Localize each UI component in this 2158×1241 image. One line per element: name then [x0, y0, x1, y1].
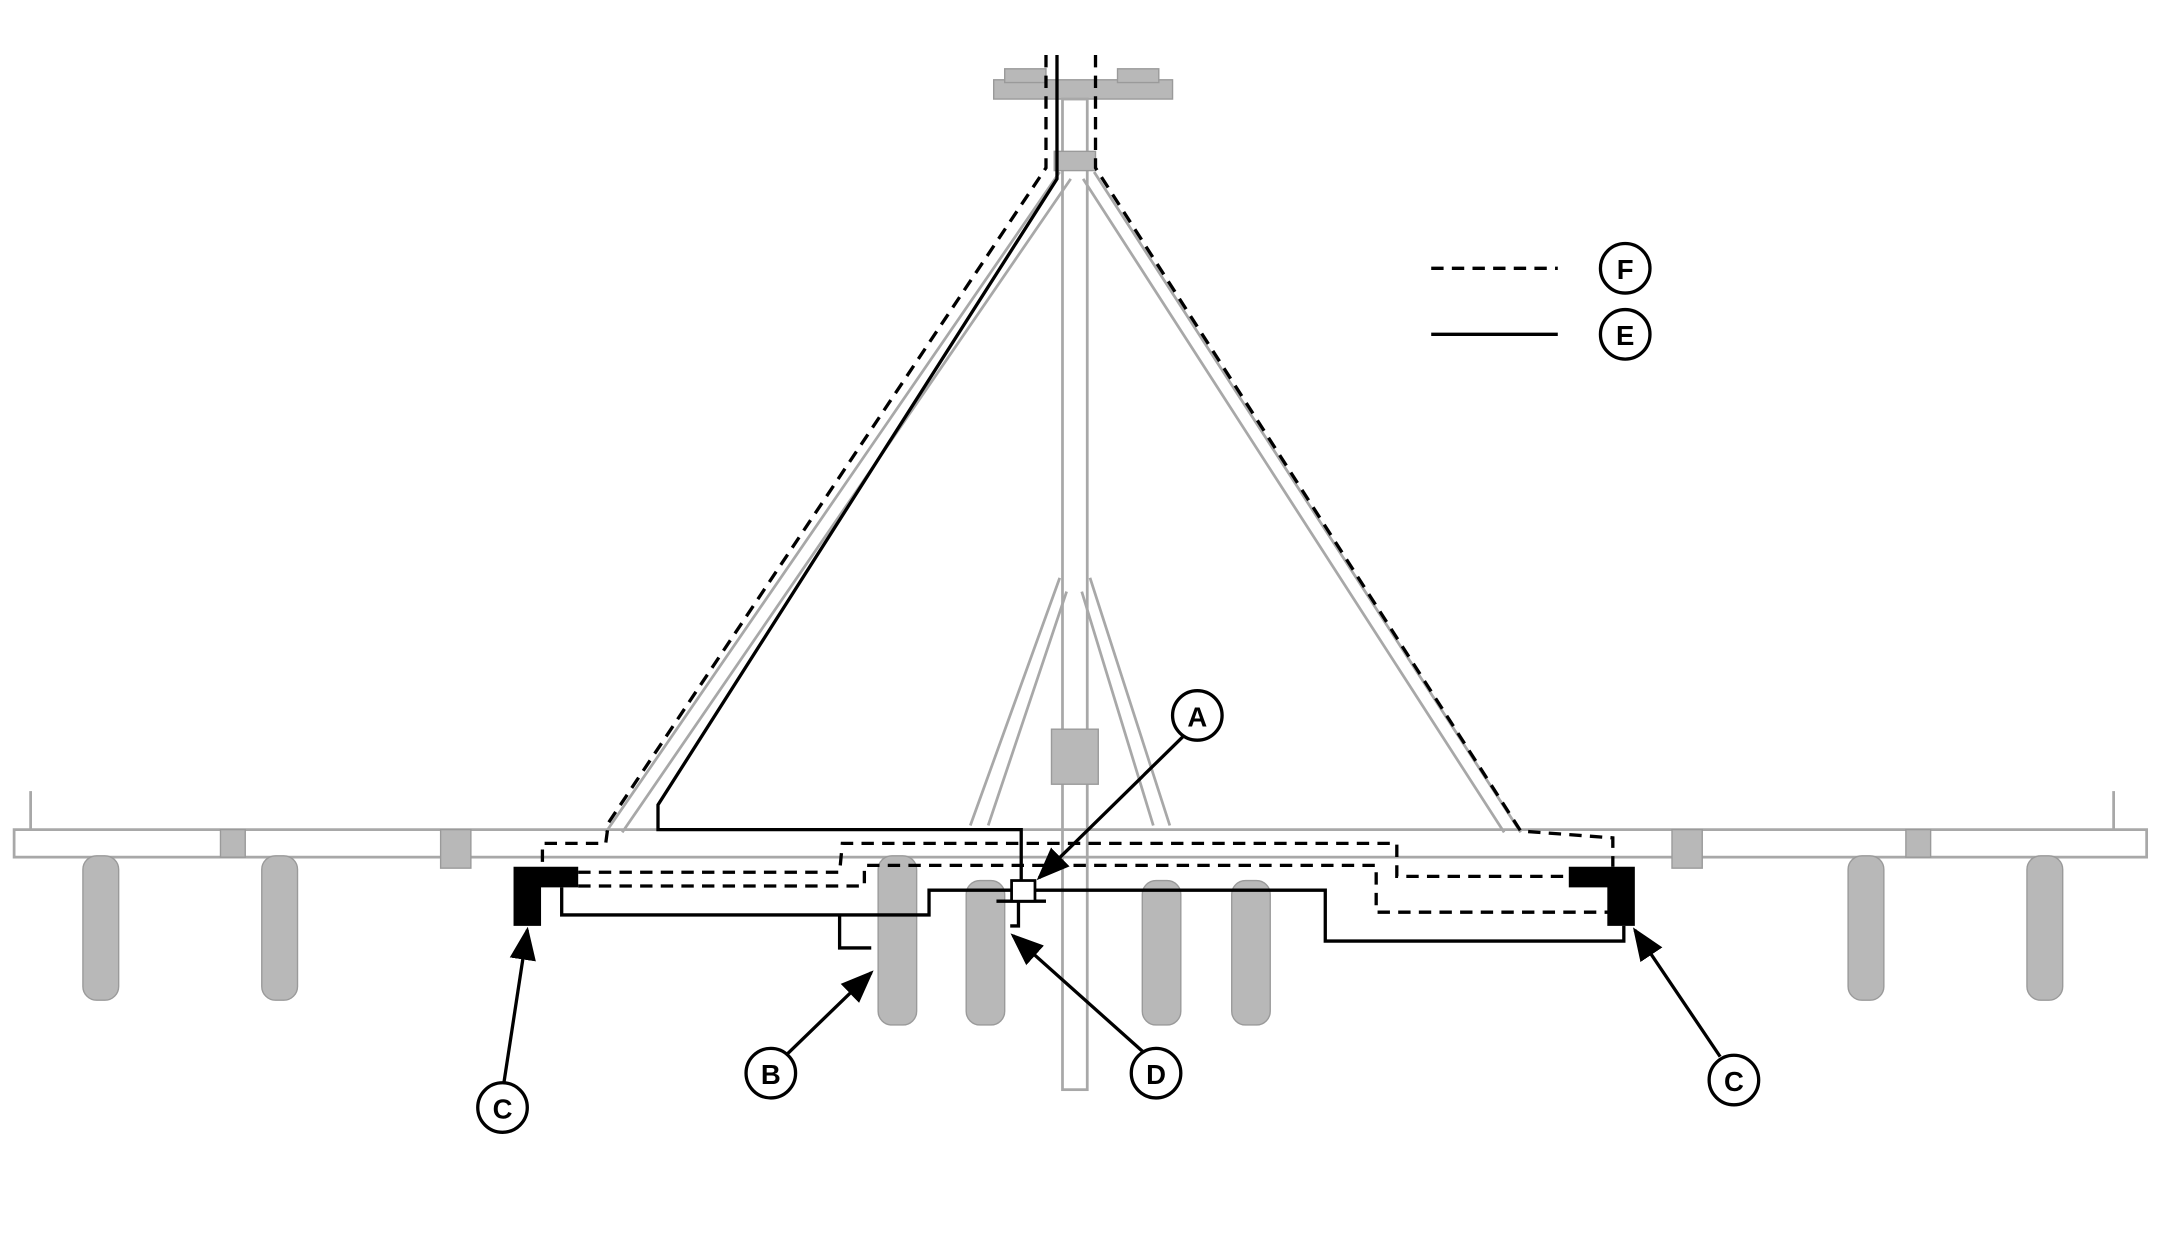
- mast-collar: [1053, 150, 1097, 172]
- callout-label: A: [1187, 701, 1207, 732]
- toolbar-clamp: [1671, 828, 1703, 869]
- row-units: [82, 855, 2064, 1026]
- callout-label: C: [493, 1093, 513, 1124]
- callout-label: B: [761, 1059, 781, 1090]
- machine-frame: [12, 68, 2149, 1092]
- hitch-bracket-right: [1116, 68, 1160, 84]
- legend: F E: [1431, 241, 1652, 361]
- center-mast: [1061, 97, 1089, 1092]
- toolbar: [12, 828, 2149, 859]
- lower-tripod: [969, 577, 1172, 826]
- control-module-left: [513, 866, 579, 926]
- mast-box: [1050, 728, 1099, 785]
- control-module-right: [1568, 866, 1635, 926]
- row-unit: [261, 855, 299, 1001]
- dashed-wire-lower: [578, 863, 1611, 914]
- callout-b: B: [744, 1046, 798, 1100]
- leader-d: [1010, 933, 1144, 1053]
- leader-c-left: [502, 926, 536, 1084]
- row-unit: [82, 855, 120, 1001]
- row-unit: [965, 879, 1006, 1026]
- callout-c-left: C: [476, 1081, 529, 1134]
- legend-label-f: F: [1617, 254, 1634, 285]
- callout-c-right: C: [1707, 1053, 1761, 1107]
- legend-label-e: E: [1616, 320, 1634, 351]
- callout-d: D: [1129, 1046, 1183, 1100]
- row-unit: [1847, 855, 1885, 1001]
- toolbar-clamp: [1905, 828, 1932, 858]
- row-unit: [1231, 879, 1271, 1026]
- leader-b: [786, 970, 874, 1056]
- callout-a: A: [1170, 689, 1224, 742]
- solid-harness: [560, 55, 1626, 950]
- solid-wire-main: [656, 55, 1059, 881]
- solid-wire-lower: [560, 887, 1626, 943]
- dashed-wire-right: [1093, 55, 1615, 867]
- toolbar-clamp: [439, 828, 472, 869]
- hitch-bracket-left: [1004, 68, 1047, 84]
- callout-label: C: [1724, 1066, 1744, 1097]
- drawbar-frame: [604, 171, 1522, 834]
- dashed-harness: [540, 55, 1615, 914]
- connector-a: [1010, 879, 1037, 903]
- callout-label: D: [1146, 1059, 1166, 1090]
- row-unit: [1141, 879, 1182, 1026]
- leader-c-right: [1632, 927, 1722, 1058]
- dashed-wire-upper: [578, 841, 1569, 879]
- row-unit: [877, 855, 918, 1026]
- leader-a: [1036, 734, 1185, 881]
- dashed-wire-left: [540, 55, 1048, 867]
- row-unit: [2026, 855, 2064, 1001]
- solid-wire-stub: [837, 914, 872, 950]
- leader-lines: [502, 734, 1722, 1084]
- toolbar-clamp: [219, 828, 246, 858]
